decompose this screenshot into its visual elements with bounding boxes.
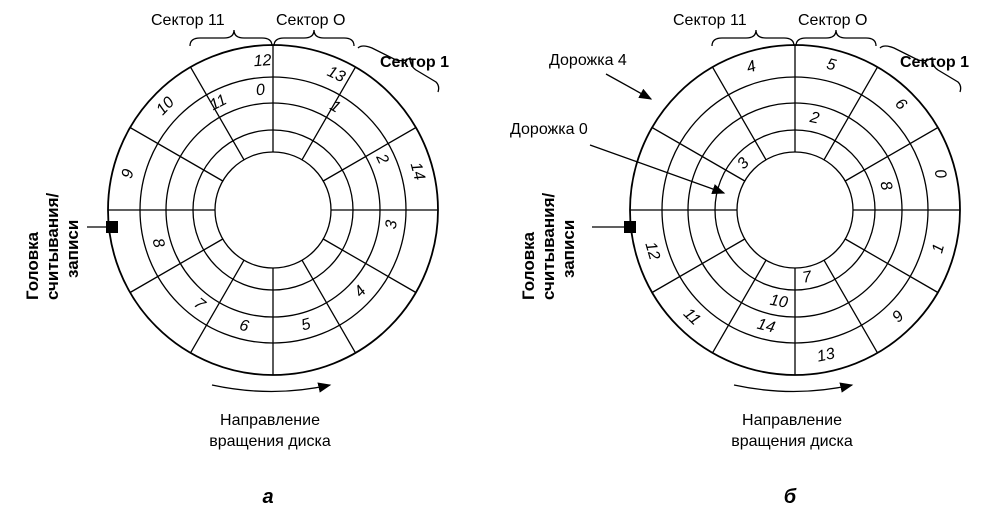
sector-divider	[711, 66, 767, 161]
sector-11-label: Сектор 11	[151, 12, 225, 29]
rotation-label-line-1: Направление	[742, 412, 842, 429]
sector-divider	[129, 238, 224, 294]
track-0-label: Дорожка 0	[510, 121, 588, 138]
sector-number: 9	[119, 167, 138, 180]
sector-divider	[651, 238, 746, 294]
disk-a-rings	[107, 44, 439, 376]
track-4-label: Дорожка 4	[549, 52, 627, 69]
sector-11-label: Сектор 11	[673, 12, 747, 29]
sector-number: 6	[891, 95, 909, 113]
sector-divider	[322, 238, 417, 294]
sector-divider	[844, 238, 939, 294]
sector-11-brace	[189, 29, 273, 47]
track-ring	[214, 151, 332, 269]
head-label-line-2: считывания/	[539, 193, 558, 300]
sector-number: 14	[755, 316, 776, 337]
sector-number: 1	[929, 242, 948, 255]
sector-number: 13	[815, 345, 836, 365]
sector-number: 3	[734, 155, 753, 173]
sector-number: 14	[407, 161, 428, 183]
sector-number: 5	[299, 316, 312, 335]
sector-number: 4	[745, 58, 759, 77]
sector-divider	[129, 126, 224, 182]
sector-divider	[322, 126, 417, 182]
track-ring	[736, 151, 854, 269]
rotation-arrow	[733, 382, 854, 393]
sector-1-brace	[879, 45, 962, 93]
sector-number: 3	[383, 219, 401, 230]
sector-number: 7	[191, 295, 209, 315]
sector-number: 10	[153, 94, 178, 119]
head-label: Головка считывания/ записи	[519, 193, 578, 300]
sector-1-label: Сектор 1	[380, 54, 449, 71]
sector-number: 2	[372, 151, 392, 167]
rotation-label-line-1: Направление	[220, 412, 320, 429]
sector-number: 11	[207, 91, 230, 114]
head-label-line-3: записи	[63, 220, 82, 278]
sector-number: 8	[149, 236, 168, 249]
sector-11-brace	[711, 29, 795, 47]
sector-divider	[823, 66, 879, 161]
head-label-line-2: считывания/	[43, 193, 62, 300]
sector-divider	[711, 259, 767, 354]
sector-divider	[301, 259, 357, 354]
sector-number: 8	[876, 179, 895, 192]
sector-divider	[189, 66, 245, 161]
sector-number: 0	[931, 168, 950, 181]
sector-0-label: Сектор О	[798, 12, 867, 29]
sector-number: 4	[351, 283, 370, 301]
sector-1-brace	[357, 45, 440, 93]
sector-number: 0	[255, 81, 266, 99]
sector-number: 9	[889, 308, 907, 326]
sector-number: 10	[769, 292, 790, 312]
sector-number: 6	[238, 317, 251, 336]
rotation-arrow	[211, 382, 332, 393]
caption-b: б	[784, 486, 797, 508]
sector-divider	[189, 259, 245, 354]
sector-number: 13	[324, 63, 347, 86]
sector-divider	[844, 126, 939, 182]
sector-0-label: Сектор О	[276, 12, 345, 29]
sector-0-brace	[795, 29, 877, 47]
sector-divider	[823, 259, 879, 354]
rotation-label-line-2: вращения диска	[731, 433, 853, 450]
read-write-head	[106, 221, 118, 233]
read-write-head	[624, 221, 636, 233]
sector-number: 5	[825, 56, 838, 75]
sector-number: 7	[801, 268, 814, 286]
track-4-pointer	[605, 73, 653, 100]
caption-a: а	[262, 486, 273, 508]
disk-b-rings	[629, 44, 961, 376]
head-label: Головка считывания/ записи	[23, 193, 82, 300]
sector-divider	[301, 66, 357, 161]
sector-number: 2	[807, 109, 820, 128]
sector-1-label: Сектор 1	[900, 54, 969, 71]
rotation-label-line-2: вращения диска	[209, 433, 331, 450]
sector-number: 12	[253, 52, 272, 70]
sector-number: 12	[641, 240, 662, 262]
head-label-line-3: записи	[559, 220, 578, 278]
sector-divider	[651, 126, 746, 182]
head-label-line-1: Головка	[23, 231, 42, 300]
track-0-pointer	[589, 144, 726, 194]
sector-0-brace	[273, 29, 355, 47]
head-label-line-1: Головка	[519, 231, 538, 300]
sector-number: 11	[680, 305, 704, 329]
